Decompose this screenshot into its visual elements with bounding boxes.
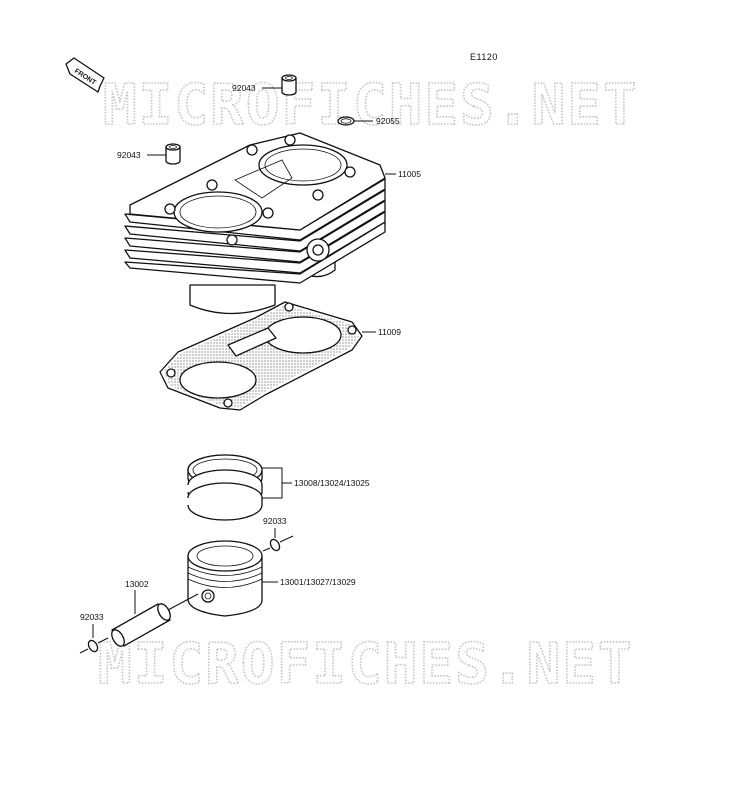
oring <box>337 116 355 126</box>
piston-rings <box>187 454 263 521</box>
label-oring: 92055 <box>376 116 400 126</box>
label-base-gasket: 11009 <box>378 327 401 337</box>
label-piston-pin: 13002 <box>125 579 149 589</box>
label-cylinder: 11005 <box>398 169 421 179</box>
label-circlip-right: 92033 <box>263 516 287 526</box>
dowel-pin-top <box>281 74 297 96</box>
label-dowel-pin-left: 92043 <box>117 150 141 160</box>
piston <box>187 540 263 617</box>
piston-pin <box>111 603 171 647</box>
label-piston: 13001/13027/13029 <box>280 577 356 587</box>
front-arrow-icon: FRONT <box>65 57 105 93</box>
circlip-left <box>87 639 99 653</box>
dowel-pin-left <box>165 143 181 165</box>
label-circlip-left: 92033 <box>80 612 104 622</box>
cylinder-block <box>124 132 386 315</box>
watermark-top: MICROFICHES.NET <box>103 73 639 138</box>
circlip-right <box>269 538 281 552</box>
label-dowel-pin-top: 92043 <box>232 83 256 93</box>
diagram-code: E1120 <box>470 52 498 62</box>
label-piston-rings: 13008/13024/13025 <box>294 478 370 488</box>
base-gasket <box>159 301 363 411</box>
watermark-bottom: MICROFICHES.NET <box>98 632 634 697</box>
